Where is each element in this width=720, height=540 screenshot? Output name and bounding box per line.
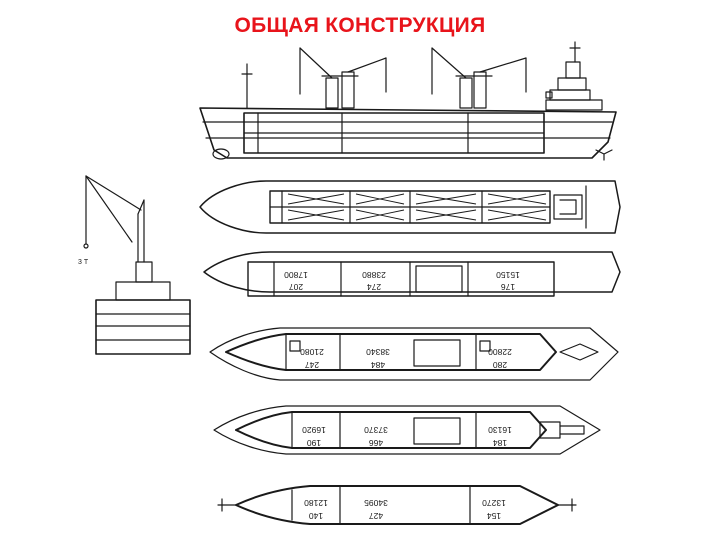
deck-plan-2 [203,251,621,297]
capacity-label: 37370 [364,425,388,435]
section-crane [83,175,145,263]
deck-plan-1 [199,180,621,234]
deck-plan-3 [209,327,619,381]
capacity-label: 176 [501,282,515,292]
capacity-label: 280 [493,360,507,370]
capacity-label: 15150 [496,270,520,280]
deck-plan-4 [213,405,601,455]
capacity-label: 207 [289,282,303,292]
capacity-label: 466 [369,438,383,448]
capacity-label: 22800 [488,347,512,357]
hatch-cover-crosses [287,193,547,221]
capacity-label: 13270 [482,498,506,508]
capacity-label: 23880 [362,270,386,280]
capacity-label: 140 [309,511,323,521]
superstructure [545,41,603,111]
capacity-label: 34095 [364,498,388,508]
capacity-labels: 17800 207 23880 274 15150 176 21080 247 … [284,270,520,521]
capacity-label: 484 [371,360,385,370]
capacity-label: 21080 [300,347,324,357]
capacity-label: 184 [493,438,507,448]
side-elevation [199,41,617,161]
deck-plan-5 [217,485,577,525]
capacity-label: 16130 [488,425,512,435]
capacity-label: 12180 [304,498,328,508]
capacity-label: 154 [487,511,501,521]
side-crane-2 [431,47,527,109]
midship-section [95,261,191,355]
capacity-label: 247 [305,360,319,370]
capacity-label: 38340 [366,347,390,357]
capacity-label: 274 [367,282,381,292]
capacity-label: 16920 [302,425,326,435]
side-crane-1 [299,47,387,109]
page-title: ОБЩАЯ КОНСТРУКЦИЯ [234,14,486,37]
capacity-label: 190 [307,438,321,448]
capacity-label: 427 [369,511,383,521]
capacity-label: 17800 [284,270,308,280]
crane-capacity-label: 3 Т [78,259,89,266]
